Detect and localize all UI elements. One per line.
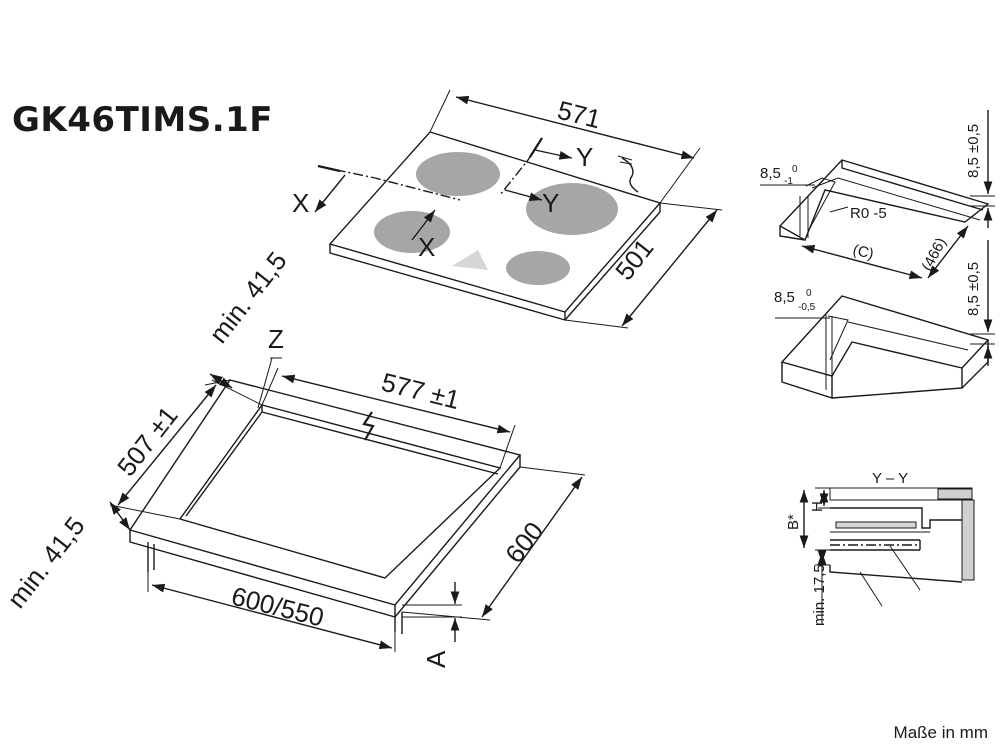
- units-note: Maße in mm: [893, 723, 988, 742]
- hob-drawing: X X Y Y 571 501: [292, 89, 723, 329]
- section-min-label: min. 17,5: [811, 564, 828, 626]
- detail-mid: 8,5 0 -0,5 8,5 ±0,5: [774, 240, 995, 399]
- detail-top: 8,5 0 -1 R0 -5 (C) (466) 8,5 ±0,5: [760, 110, 995, 280]
- cutout-drawing: 577 ±1 Z min. 41,5 507 ±1 min. 41,5 600/…: [1, 246, 586, 668]
- hob-front-edge: [329, 244, 566, 321]
- power-cable: [621, 157, 639, 193]
- detail-top-radius: R0 -5: [850, 205, 887, 222]
- hob-width-dim: 571: [555, 95, 604, 135]
- detail-mid-gap-tol-upper: 0: [806, 288, 812, 299]
- detail-top-thickness: 8,5 ±0,5: [965, 124, 982, 178]
- cabinet-width-dim: 600/550: [229, 581, 327, 633]
- burner-front-right: [506, 251, 570, 285]
- detail-mid-thickness: 8,5 ±0,5: [965, 262, 982, 316]
- dim-a-label: A: [421, 650, 451, 668]
- section-y-label-top: Y: [576, 142, 593, 172]
- detail-top-gap-dim: 8,5: [760, 165, 781, 182]
- detail-top-gap-tol-upper: 0: [792, 164, 798, 175]
- cabinet-depth-dim: 600: [499, 516, 549, 569]
- cutout-width-dim: 577 ±1: [379, 367, 463, 415]
- detail-top-c: (C): [851, 241, 875, 263]
- burner-front-left: [374, 211, 450, 253]
- control-panel-triangle: [452, 250, 488, 270]
- section-x-label-right: X: [418, 232, 435, 262]
- section-yy: Y – Y B* H min. 17,5: [785, 470, 975, 626]
- detail-mid-gap-tol-lower: -0,5: [798, 302, 816, 313]
- burner-back-right: [526, 183, 618, 235]
- section-b-label: B*: [785, 514, 802, 530]
- section-x-label-left: X: [292, 188, 309, 218]
- page-title: GK46TIMS.1F: [12, 100, 274, 140]
- detail-mid-gap-dim: 8,5: [774, 289, 795, 306]
- detail-top-gap-tol-lower: -1: [784, 176, 793, 187]
- section-yy-title: Y – Y: [872, 470, 908, 487]
- section-y-label-bottom: Y: [542, 188, 559, 218]
- min-front-dim: min. 41,5: [1, 511, 90, 614]
- hob-depth-dim: 501: [609, 233, 659, 286]
- detail-top-body: [778, 159, 990, 242]
- burner-back-left: [416, 152, 500, 196]
- countertop-outline: [128, 379, 522, 606]
- section-h-label: H: [809, 501, 826, 512]
- detail-z-label: Z: [268, 324, 284, 354]
- countertop-cutout: [178, 404, 502, 579]
